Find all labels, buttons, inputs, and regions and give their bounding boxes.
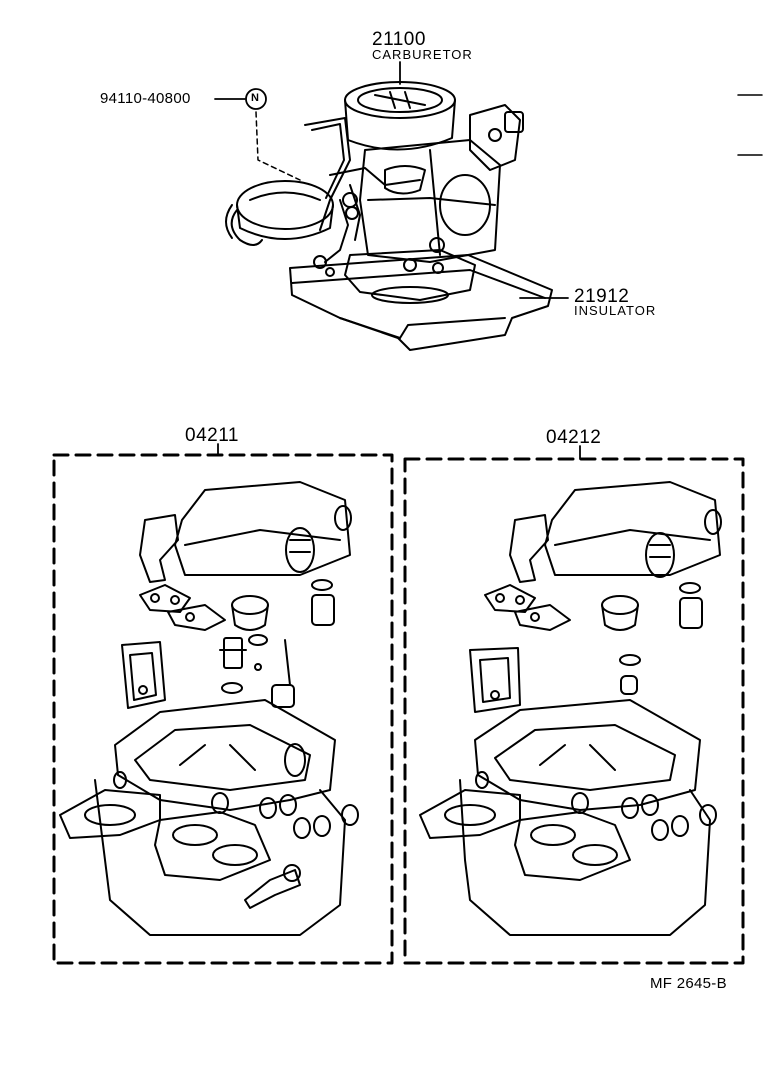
- carburetor-assembly: [225, 81, 553, 351]
- kit-04212-number: 04212: [546, 427, 602, 448]
- nut-part-number: 94110-40800: [100, 90, 191, 107]
- carburetor-part-number: 21100: [372, 29, 426, 50]
- insulator-plate: [289, 254, 553, 351]
- nut-symbol-circle: [245, 88, 267, 110]
- kit-04211-number: 04211: [185, 425, 239, 446]
- air-horn: [344, 81, 456, 151]
- nut-symbol-letter: N: [251, 92, 259, 104]
- carburetor-part-name: CARBURETOR: [372, 47, 473, 62]
- kit-04212-parts: [419, 481, 722, 936]
- kit-box-04212: [403, 457, 745, 965]
- drawing-code: MF 2645-B: [650, 975, 727, 992]
- insulator-part-name: INSULATOR: [574, 303, 657, 318]
- kit-box-04211: [52, 453, 394, 965]
- insulator-part-number: 21912: [574, 286, 630, 307]
- diaphragm-pod: [236, 180, 334, 240]
- kit-04211-parts: [59, 481, 359, 936]
